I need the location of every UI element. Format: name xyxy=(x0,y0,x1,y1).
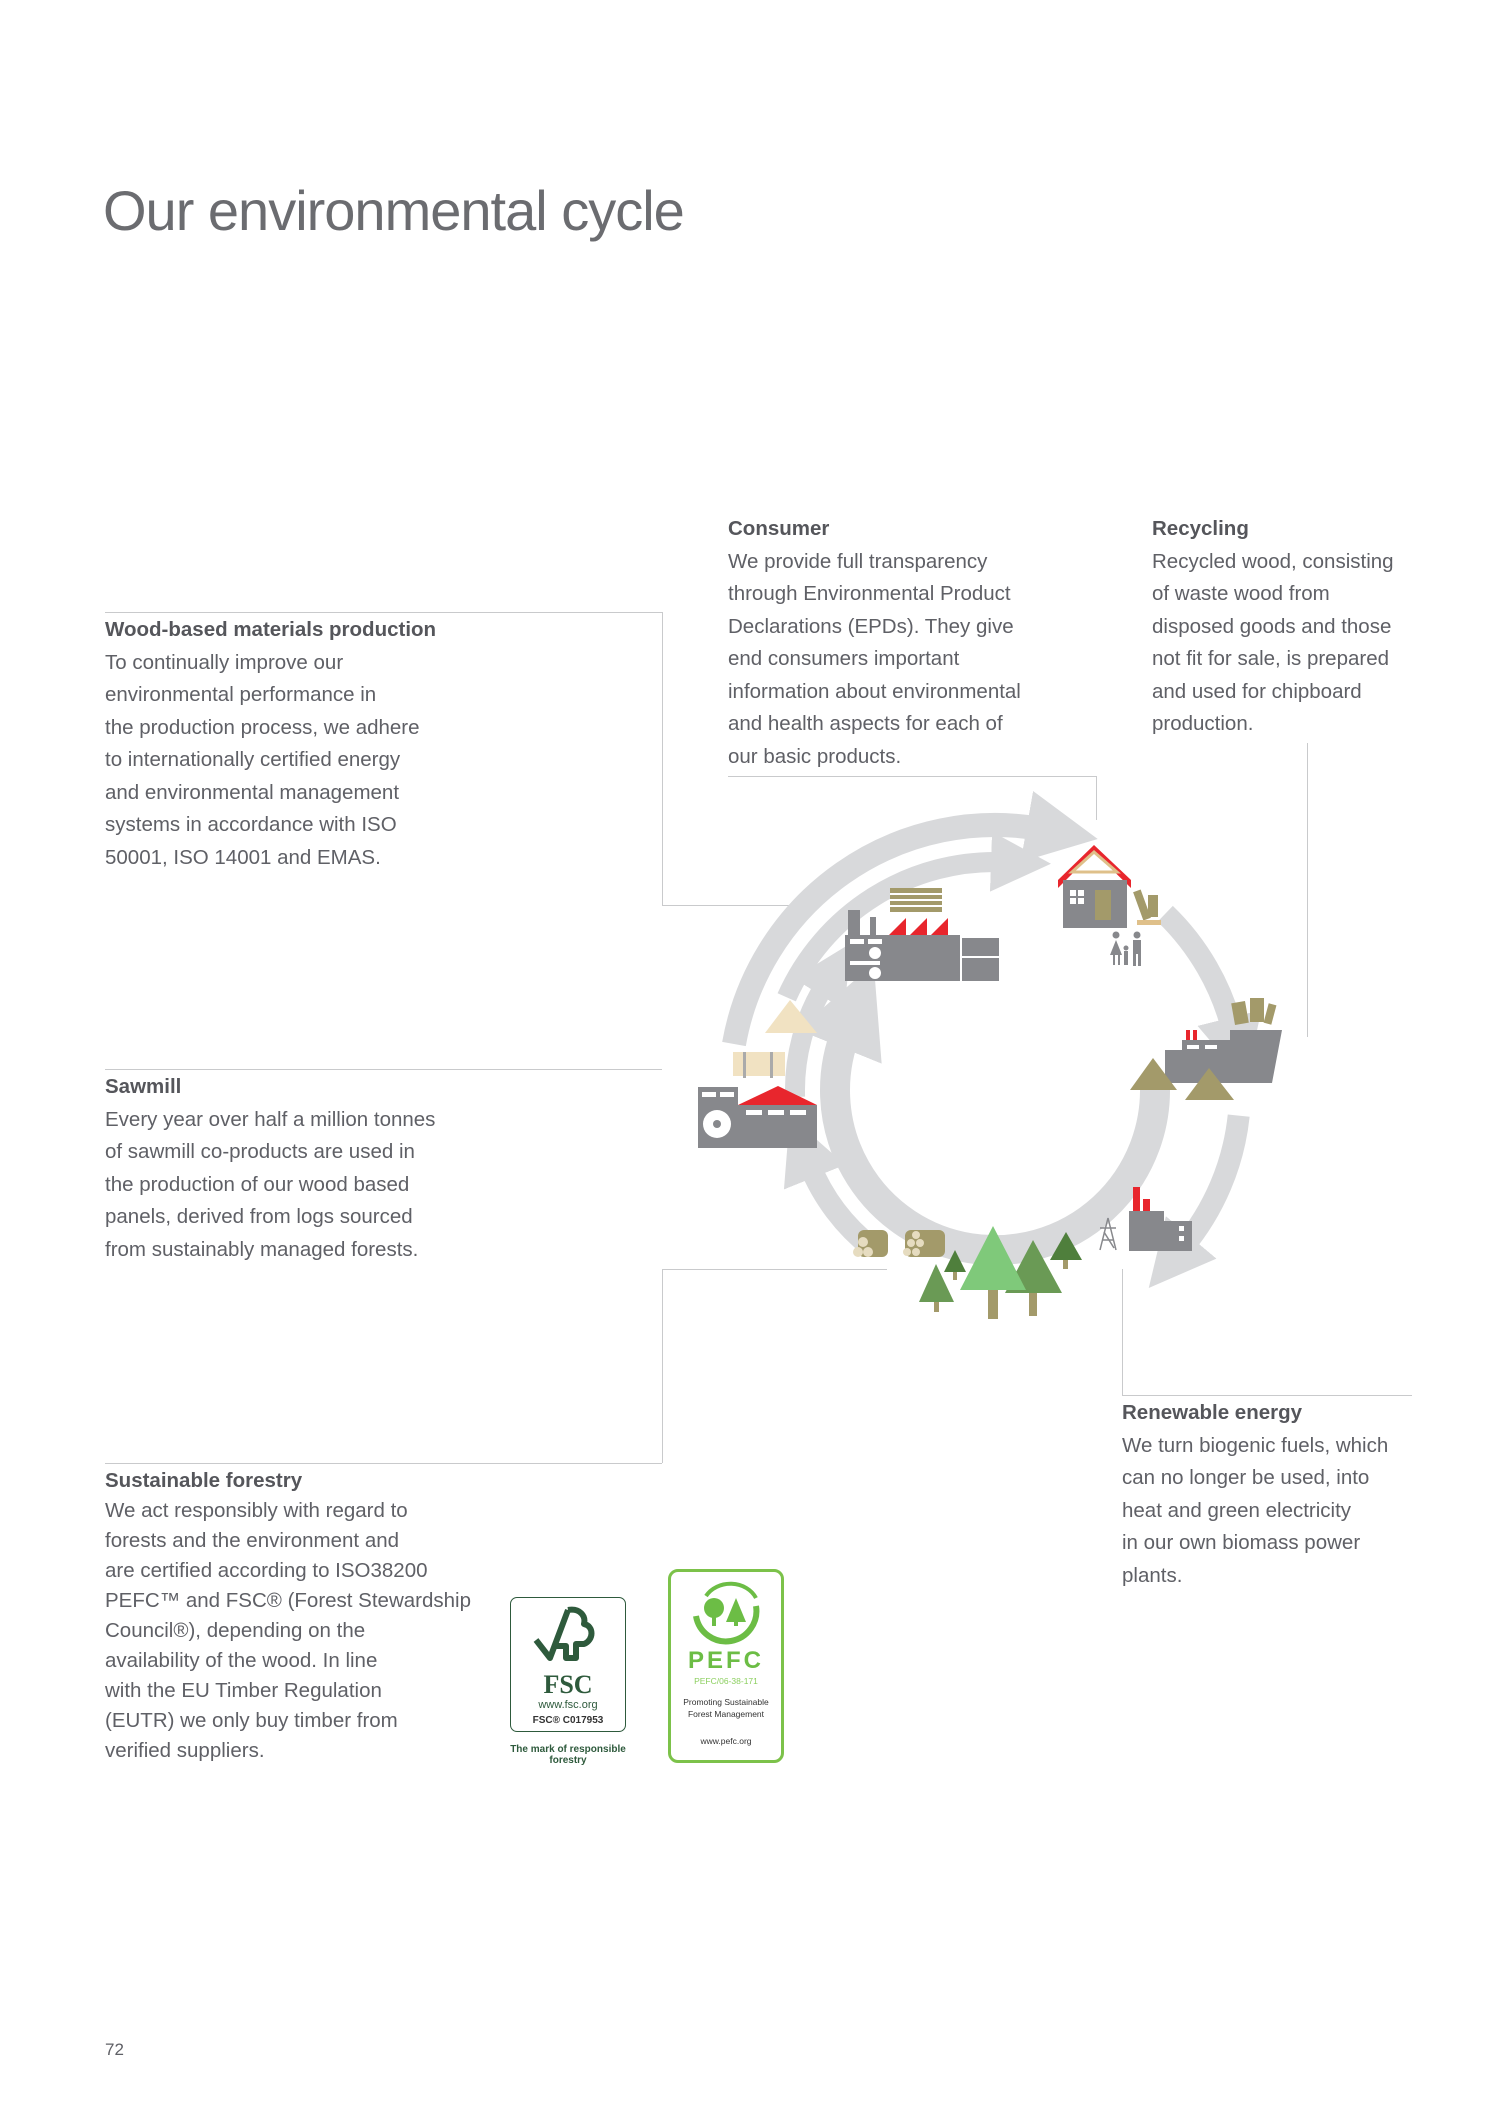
section-body: We provide full transparency through Env… xyxy=(728,549,1021,768)
pefc-mark: PEFC xyxy=(687,1647,764,1674)
section-body: We turn biogenic fuels, which can no lon… xyxy=(1122,1433,1389,1587)
section-heading: Sustainable forestry xyxy=(105,1469,303,1492)
fsc-mark: FSC xyxy=(543,1670,593,1699)
family-icon xyxy=(1110,931,1141,966)
fsc-url: www.fsc.org xyxy=(538,1699,598,1711)
cycle-arrow xyxy=(1157,905,1262,1082)
section-heading: Sawmill xyxy=(105,1075,182,1098)
page-number: 72 xyxy=(105,2040,124,2059)
divider-line xyxy=(105,1069,662,1070)
pefc-url: www.pefc.org xyxy=(700,1736,752,1746)
section-body: We act responsibly with regard to forest… xyxy=(105,1499,471,1762)
pefc-trees-icon xyxy=(693,1581,760,1645)
section-heading: Recycling xyxy=(1152,517,1249,540)
divider-line xyxy=(662,1269,663,1463)
wood-based-section: Wood-based materials production To conti… xyxy=(105,614,525,874)
divider-line xyxy=(728,776,1096,777)
cycle-arrow xyxy=(798,963,1170,1266)
page-title: Our environmental cycle xyxy=(103,179,685,242)
section-body: To continually improve our environmental… xyxy=(105,650,420,869)
forest-icon xyxy=(919,1226,1082,1319)
fsc-logo: FSC www.fsc.org FSC® C017953 xyxy=(510,1597,626,1732)
section-heading: Wood-based materials production xyxy=(105,618,437,641)
fsc-caption: The mark of responsible forestry xyxy=(510,1744,626,1766)
section-body: Every year over half a million tonnes of… xyxy=(105,1107,436,1261)
divider-line xyxy=(1122,1269,1123,1395)
renewable-section: Renewable energy We turn biogenic fuels,… xyxy=(1122,1397,1462,1592)
section-heading: Renewable energy xyxy=(1122,1401,1303,1424)
divider-line xyxy=(662,905,790,906)
divider-line xyxy=(105,612,662,613)
section-body: Recycled wood, consisting of waste wood … xyxy=(1152,549,1394,736)
power-pylon-icon xyxy=(1099,1217,1117,1251)
pefc-logo: PEFC PEFC/06-38-171 Promoting Sustainabl… xyxy=(668,1569,784,1763)
divider-line xyxy=(1307,743,1308,1037)
divider-line xyxy=(1122,1395,1412,1396)
pefc-tagline: Promoting Sustainable Forest Management xyxy=(683,1697,769,1719)
fsc-tree-check-icon xyxy=(533,1606,595,1661)
cycle-arrow xyxy=(785,943,851,1098)
log-pile-icon xyxy=(853,1230,945,1257)
recycling-section: Recycling Recycled wood, consisting of w… xyxy=(1152,513,1472,741)
consumer-section: Consumer We provide full transparency th… xyxy=(728,513,1108,773)
cycle-arrows xyxy=(722,791,1262,1288)
recycling-plant-icon xyxy=(1130,998,1282,1100)
divider-line xyxy=(662,1269,887,1270)
house-icon xyxy=(1058,845,1161,928)
sawmill-icon xyxy=(698,1000,817,1148)
cycle-arrow xyxy=(722,791,1098,1047)
fsc-code: FSC® C017953 xyxy=(532,1715,604,1726)
power-plant-icon xyxy=(1129,1187,1192,1251)
divider-line xyxy=(662,612,663,905)
divider-line xyxy=(105,1463,662,1464)
pefc-code: PEFC/06-38-171 xyxy=(694,1676,758,1686)
sawmill-section: Sawmill Every year over half a million t… xyxy=(105,1071,545,1266)
cycle-arrow xyxy=(1148,1114,1250,1288)
section-heading: Consumer xyxy=(728,517,830,540)
factory-icon xyxy=(845,888,999,981)
forestry-section: Sustainable forestry We act responsibly … xyxy=(105,1466,505,1766)
